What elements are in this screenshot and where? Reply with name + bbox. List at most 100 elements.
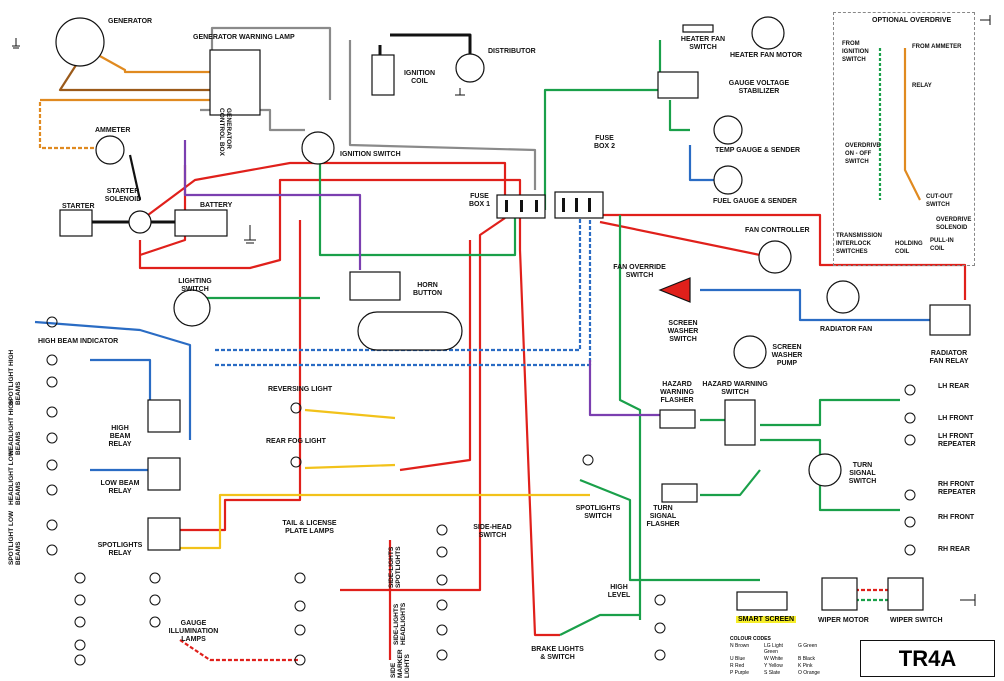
heater-fan-motor-symbol xyxy=(751,16,785,50)
ignition-switch-symbol xyxy=(301,131,335,165)
label-brake-lights: BRAKE LIGHTS & SWITCH xyxy=(531,646,584,661)
wire-green-stab xyxy=(668,100,690,132)
label-spot-low-beams: SPOTLIGHT LOW BEAMS xyxy=(8,510,22,565)
label-rh-front-repeater: RH FRONT REPEATER xyxy=(938,481,976,496)
label-smart-screen: SMART SCREEN xyxy=(736,616,797,623)
ignition-coil-symbol xyxy=(371,54,395,96)
label-reversing-light: REVERSING LIGHT xyxy=(268,386,333,393)
label-lighting-switch: LIGHTING SWITCH xyxy=(178,278,212,293)
label-radiator-fan-relay: RADIATOR FAN RELAY xyxy=(929,350,969,365)
colour-code-item: N Brown xyxy=(730,643,750,649)
colour-code-item: Y Yellow xyxy=(764,663,783,669)
label-wiper-switch: WIPER SWITCH xyxy=(890,617,943,624)
label-heater-fan-switch: HEATER FAN SWITCH xyxy=(680,36,726,51)
hazard-switch-symbol xyxy=(724,399,756,446)
starter-solenoid-symbol xyxy=(128,210,152,234)
label-turn-signal-switch: TURN SIGNAL SWITCH xyxy=(848,462,877,485)
label-gauge-illumination: GAUGE ILLUMINATION LAMPS xyxy=(168,620,219,643)
label-screen-washer-switch: SCREEN WASHER SWITCH xyxy=(667,320,699,343)
label-ammeter: AMMETER xyxy=(95,127,131,134)
wiper-switch-symbol xyxy=(887,577,924,611)
colour-code-item: B Black xyxy=(798,656,815,662)
label-ignition-switch: IGNITION SWITCH xyxy=(340,151,401,158)
label-side-lights-spot: SIDE-LIGHTS SPOTLIGHTS xyxy=(388,546,402,588)
wire-red-down xyxy=(340,217,506,592)
wire-blue-1 xyxy=(34,320,192,440)
smart-screen-symbol xyxy=(736,591,788,611)
colour-code-item: G Green xyxy=(798,643,818,649)
wire-overdrive-orange xyxy=(903,48,921,201)
label-lh-front-repeater: LH FRONT REPEATER xyxy=(938,433,976,448)
wire-red-brake xyxy=(518,218,560,637)
screen-washer-pump-symbol xyxy=(733,335,767,369)
horn-symbol xyxy=(357,311,463,351)
wire-blue-4 xyxy=(215,215,582,352)
wire-green-flasher xyxy=(700,469,761,497)
label-horn-button: HORN BUTTON xyxy=(412,282,443,297)
label-generator: GENERATOR xyxy=(108,18,153,25)
wire-purple-1 xyxy=(183,140,362,270)
colour-code-item: W White xyxy=(764,656,783,662)
label-hazard-flasher: HAZARD WARNING FLASHER xyxy=(660,381,694,404)
temp-gauge-symbol xyxy=(713,115,743,145)
overdrive-holding-coil: HOLDING COIL xyxy=(895,241,923,255)
lamp-cluster-side xyxy=(436,524,448,661)
label-high-level: HIGH LEVEL xyxy=(607,584,631,599)
label-low-beam-relay: LOW BEAM RELAY xyxy=(100,480,140,495)
gauge-stabilizer-symbol xyxy=(657,71,699,99)
colour-code-item: P Purple xyxy=(730,670,750,676)
label-fan-controller: FAN CONTROLLER xyxy=(745,227,810,234)
colour-code-item: LG Light Green xyxy=(764,643,783,655)
colour-code-item: O Orange xyxy=(798,670,820,676)
wiper-motor-symbol xyxy=(821,577,858,611)
label-fan-override-switch: FAN OVERRIDE SWITCH xyxy=(613,264,666,279)
wire-green-spot xyxy=(579,478,760,582)
wire-yellow-spot xyxy=(165,493,590,550)
label-spotlights-relay: SPOTLIGHTS RELAY xyxy=(97,542,143,557)
horn-button-symbol xyxy=(349,271,401,301)
lamp-cluster-left xyxy=(46,316,58,556)
fuel-gauge-symbol xyxy=(713,165,743,195)
lamp-cluster-rear xyxy=(290,402,306,666)
label-tail-license: TAIL & LICENSE PLATE LAMPS xyxy=(282,520,337,535)
ammeter-symbol xyxy=(95,135,125,165)
label-heater-fan-motor: HEATER FAN MOTOR xyxy=(730,52,803,59)
label-high-beam-indicator: HIGH BEAM INDICATOR xyxy=(38,338,119,345)
lighting-switch-symbol xyxy=(173,289,211,327)
label-wiper-motor: WIPER MOTOR xyxy=(818,617,869,624)
overdrive-heading: OPTIONAL OVERDRIVE xyxy=(872,17,952,24)
spotlights-relay-symbol xyxy=(147,517,181,551)
battery-symbol xyxy=(174,209,228,237)
wire-ammeter-solenoid xyxy=(128,154,142,201)
wire-ammeter-nw xyxy=(38,102,100,150)
wire-green-fuse2 xyxy=(543,40,662,210)
wire-purple-2 xyxy=(588,360,660,417)
overdrive-interlock: TRANSMISSION INTERLOCK SWITCHES xyxy=(836,233,883,255)
label-rh-rear: RH REAR xyxy=(938,546,970,553)
high-beam-relay-symbol xyxy=(147,399,181,433)
overdrive-relay: RELAY xyxy=(912,83,932,89)
wire-green-brake xyxy=(559,613,640,636)
wire-yellow-fog xyxy=(304,463,396,470)
label-starter-solenoid: STARTER SOLENOID xyxy=(104,188,142,203)
heater-fan-switch-symbol xyxy=(682,24,714,33)
optional-overdrive-box xyxy=(833,12,975,266)
overdrive-solenoid: OVERDRIVE SOLENOID xyxy=(936,217,972,231)
fan-controller-symbol xyxy=(758,240,792,274)
label-fuse-box-2: FUSE BOX 2 xyxy=(593,135,615,150)
colour-codes-legend: COLOUR CODES N Brown LG Light Green G Gr… xyxy=(730,636,832,676)
turn-signal-switch-symbol xyxy=(808,453,842,487)
title-box: TR4A xyxy=(860,640,995,677)
radiator-fan-symbol xyxy=(826,280,860,314)
fan-override-symbol xyxy=(658,277,691,303)
label-fuel-gauge: FUEL GAUGE & SENDER xyxy=(713,198,797,205)
lamp-cluster-gauge xyxy=(74,572,161,666)
wire-red-relays xyxy=(170,220,302,532)
overdrive-pullin-coil: PULL-IN COIL xyxy=(930,238,954,252)
wire-generator-ny xyxy=(97,54,212,74)
label-lh-rear: LH REAR xyxy=(938,383,970,390)
overdrive-on-off-switch: OVERDRIVE ON - OFF SWITCH xyxy=(845,143,881,165)
label-side-head-switch: SIDE-HEAD SWITCH xyxy=(473,524,512,539)
label-lh-front: LH FRONT xyxy=(938,415,974,422)
